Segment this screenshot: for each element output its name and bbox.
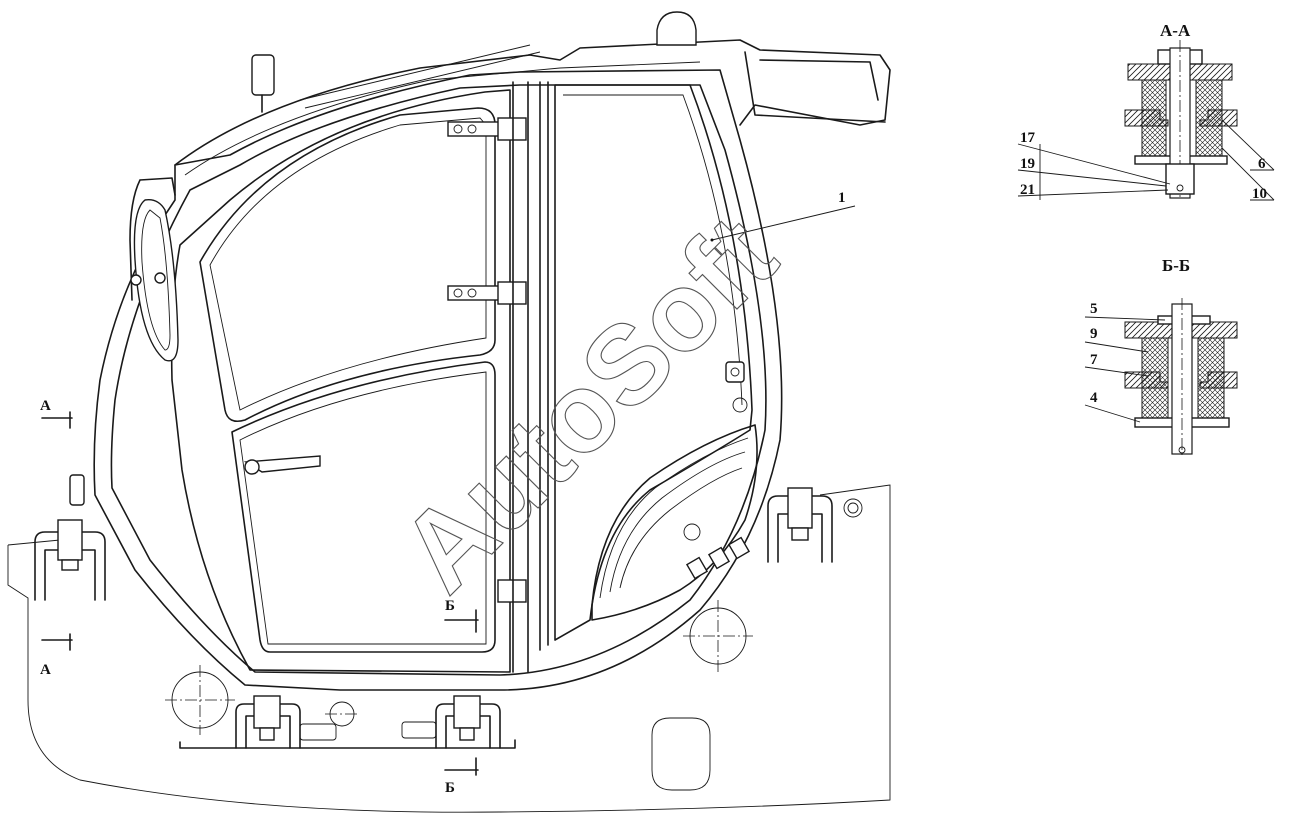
cut-label-b-top: Б (445, 598, 455, 614)
mount-left (34, 519, 106, 601)
top-lamp (251, 54, 275, 96)
chassis-cutout-oval (651, 717, 711, 791)
main-view: А А Б Б 1 (7, 11, 891, 813)
cab-roof (174, 39, 891, 166)
section-aa: А-А 17 19 21 6 10 (1017, 21, 1275, 202)
cab-inner-frame (110, 84, 767, 676)
callout-1: 1 (838, 190, 846, 206)
b-pillar (512, 81, 549, 673)
side-mirror (129, 177, 179, 362)
rear-switch (725, 361, 745, 383)
connectors (685, 536, 751, 580)
bb-callout-7: 7 (1090, 352, 1098, 368)
cut-label-a-top: А (40, 398, 51, 414)
base-plate (179, 739, 516, 749)
door-window-upper-inner (209, 117, 487, 411)
rear-glass (554, 84, 753, 641)
rear-hood (744, 51, 886, 123)
section-bb-title: Б-Б (1162, 256, 1190, 275)
rear-lower-panel (591, 424, 758, 621)
door-handle (243, 455, 321, 475)
roof-rail (299, 44, 541, 109)
section-aa-title: А-А (1160, 21, 1191, 40)
front-lamp (69, 474, 85, 506)
mount-bottom-left (235, 695, 301, 749)
bb-callout-9: 9 (1090, 326, 1098, 342)
door-window-upper (199, 107, 496, 423)
bb-callout-4: 4 (1090, 390, 1098, 406)
aa-callout-6: 6 (1258, 156, 1266, 172)
beacon-lamp (656, 11, 697, 46)
chassis-outline (7, 484, 891, 813)
cut-markers (41, 411, 479, 776)
bb-callout-5: 5 (1090, 301, 1098, 317)
chassis-holes (165, 498, 863, 735)
aa-callout-21: 21 (1020, 182, 1035, 198)
callout-1-leader (711, 205, 856, 241)
door-hinges (447, 117, 527, 603)
aa-callout-10: 10 (1252, 186, 1267, 202)
door-window-lower-inner (239, 371, 487, 645)
cut-label-a-bottom: А (40, 662, 51, 678)
cab-outer-frame (93, 69, 783, 691)
aa-callout-19: 19 (1020, 156, 1035, 172)
mount-rear (767, 487, 833, 563)
cut-label-b-bottom: Б (445, 780, 455, 796)
section-bb: Б-Б 5 9 7 4 (1084, 256, 1238, 458)
small-plates (299, 721, 437, 741)
mount-bottom-right (435, 695, 501, 749)
door-window-lower (231, 361, 496, 653)
aa-callout-17: 17 (1020, 130, 1036, 146)
rear-glass-inner (563, 94, 743, 406)
